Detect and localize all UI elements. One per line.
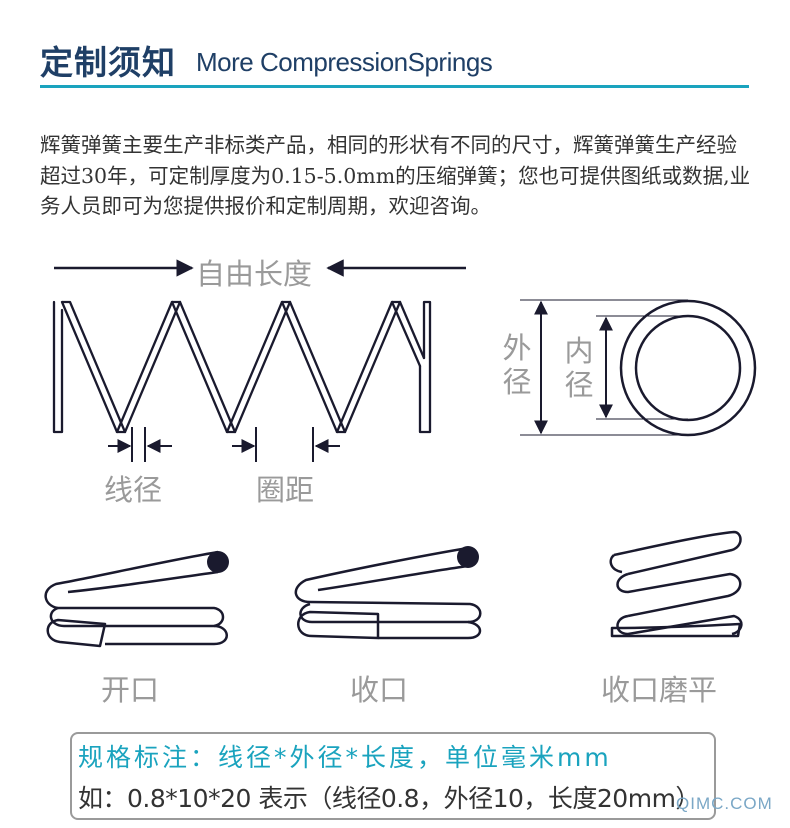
inner-diameter-marker (596, 315, 688, 420)
spec-example-line: 如：0.8*10*20 表示（线径0.8，外径10，长度20mm） (78, 784, 700, 813)
spring-end-view (619, 299, 757, 437)
free-length-label: 自由长度 (196, 257, 313, 291)
watermark: QIMC.COM (676, 794, 773, 813)
closed-end-label: 收口 (350, 673, 409, 707)
outer-diameter-label: 外径 (502, 331, 532, 399)
wire-diameter-label: 线径 (104, 473, 163, 507)
wire-diameter-marker (108, 427, 172, 462)
page-subtitle: More CompressionSprings (196, 47, 493, 77)
outer-diameter-marker (520, 299, 688, 436)
closed-ground-label: 收口磨平 (601, 673, 718, 707)
page-title: 定制须知 (40, 43, 176, 82)
closed-ground-spring (609, 530, 743, 638)
pitch-label: 圈距 (256, 473, 315, 507)
pitch-marker (232, 427, 340, 462)
spec-format-line: 规格标注：线径*外径*长度，单位毫米mm (78, 743, 612, 772)
inner-diameter-label: 内径 (564, 334, 594, 402)
title-divider (40, 85, 749, 88)
open-end-spring (44, 550, 229, 648)
closed-end-spring (294, 546, 482, 640)
spec-box (70, 732, 716, 820)
open-end-label: 开口 (101, 673, 160, 707)
spring-side-view (52, 300, 432, 434)
intro-paragraph: 辉簧弹簧主要生产非标类产品，相同的形状有不同的尺寸，辉簧弹簧生产经验超过30年，… (40, 133, 751, 218)
